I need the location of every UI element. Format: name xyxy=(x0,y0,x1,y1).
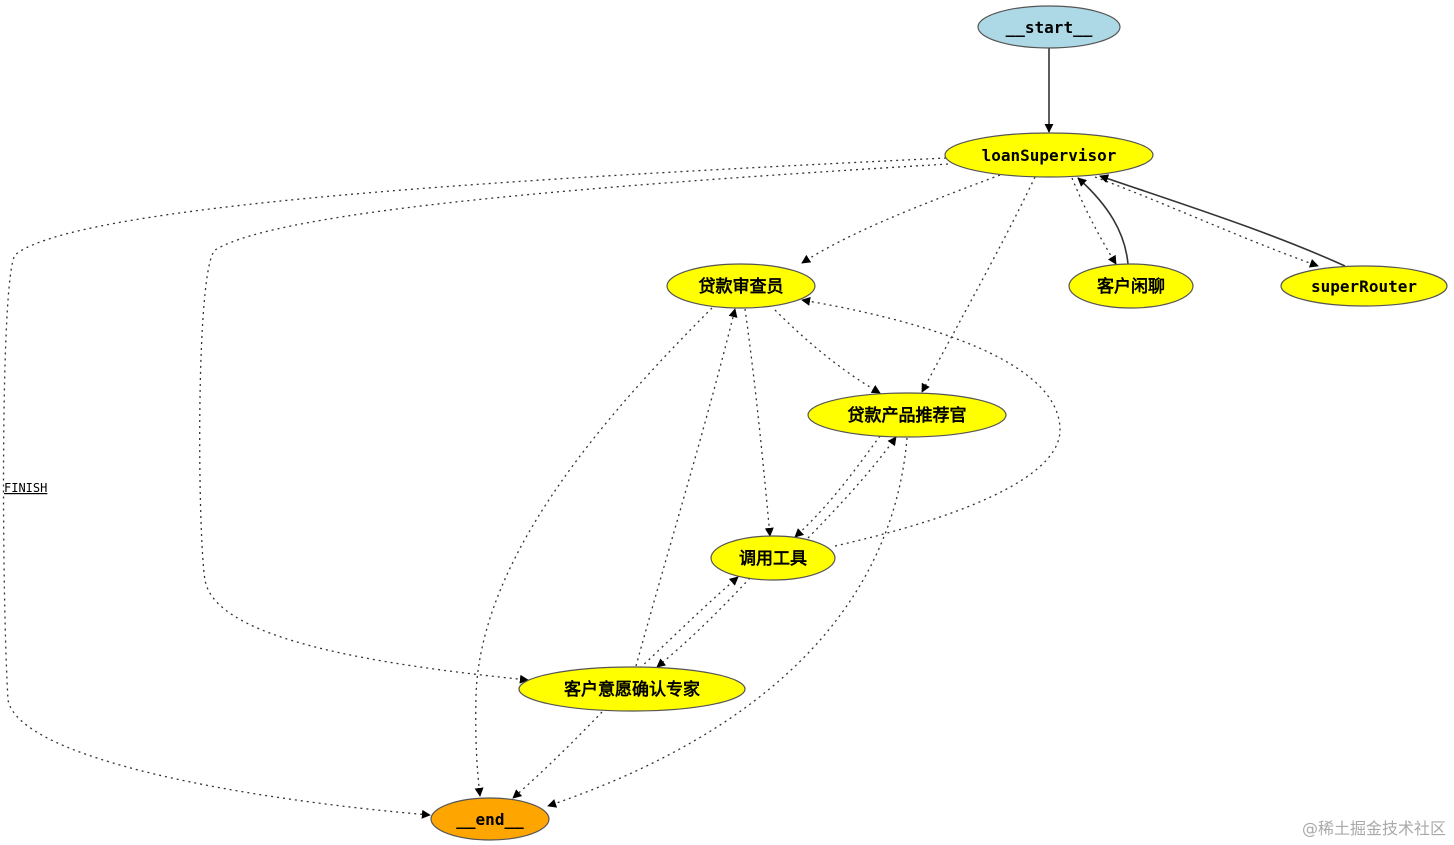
node-loanSupervisor[interactable]: loanSupervisor xyxy=(944,132,1154,178)
edge-productRecommender-to-end xyxy=(547,437,908,808)
node-start-label: __start__ xyxy=(1006,18,1093,37)
node-callTool-label: 调用工具 xyxy=(739,549,807,569)
edge-loanSupervisor-to-productRecommender xyxy=(921,176,1036,393)
edge-intentExpert-to-loanReviewer xyxy=(635,308,738,667)
edge-intentExpert-to-end xyxy=(512,711,603,799)
edge-loanSupervisor-to-smallTalk xyxy=(1071,177,1117,265)
node-start[interactable]: __start__ xyxy=(977,5,1121,49)
node-loanReviewer-label: 贷款审查员 xyxy=(699,276,784,297)
edge-loanSupervisor-to-loanReviewer xyxy=(801,174,1001,264)
edge-loanSupervisor-to-end-finish xyxy=(2,157,947,819)
node-callTool[interactable]: 调用工具 xyxy=(710,535,836,581)
edge-label-finish: FINISH xyxy=(4,481,47,495)
edge-callTool-to-intentExpert xyxy=(656,577,751,668)
node-loanSupervisor-label: loanSupervisor xyxy=(982,146,1117,165)
node-productRecommender-label: 贷款产品推荐官 xyxy=(848,405,967,426)
node-superRouter[interactable]: superRouter xyxy=(1280,265,1448,307)
node-smallTalk-label: 客户闲聊 xyxy=(1096,276,1165,297)
edges: FINISH xyxy=(2,48,1346,819)
node-superRouter-label: superRouter xyxy=(1311,277,1417,296)
node-smallTalk[interactable]: 客户闲聊 xyxy=(1068,263,1194,309)
node-intentExpert-label: 客户意愿确认专家 xyxy=(563,679,700,700)
edge-superRouter-to-loanSupervisor xyxy=(1099,174,1346,267)
node-end[interactable]: __end__ xyxy=(430,797,550,841)
watermark-text: @稀土掘金技术社区 xyxy=(1301,819,1446,838)
edge-productRecommender-to-callTool xyxy=(794,435,881,538)
edge-loanReviewer-to-end xyxy=(474,307,713,797)
edge-intentExpert-to-callTool xyxy=(639,576,739,669)
edge-callTool-to-productRecommender xyxy=(807,436,897,539)
edge-loanSupervisor-to-superRouter xyxy=(1094,176,1319,268)
node-loanReviewer[interactable]: 贷款审查员 xyxy=(666,263,816,309)
edge-callTool-to-loanReviewer xyxy=(801,296,1061,547)
edge-loanReviewer-to-callTool xyxy=(744,308,774,537)
node-intentExpert[interactable]: 客户意愿确认专家 xyxy=(518,666,746,712)
edge-loanSupervisor-to-intentExpert xyxy=(199,163,949,684)
node-productRecommender[interactable]: 贷款产品推荐官 xyxy=(807,392,1007,438)
edge-smallTalk-to-loanSupervisor xyxy=(1077,177,1129,265)
node-end-label: __end__ xyxy=(456,810,524,829)
edge-loanReviewer-to-productRecommender xyxy=(774,309,881,394)
